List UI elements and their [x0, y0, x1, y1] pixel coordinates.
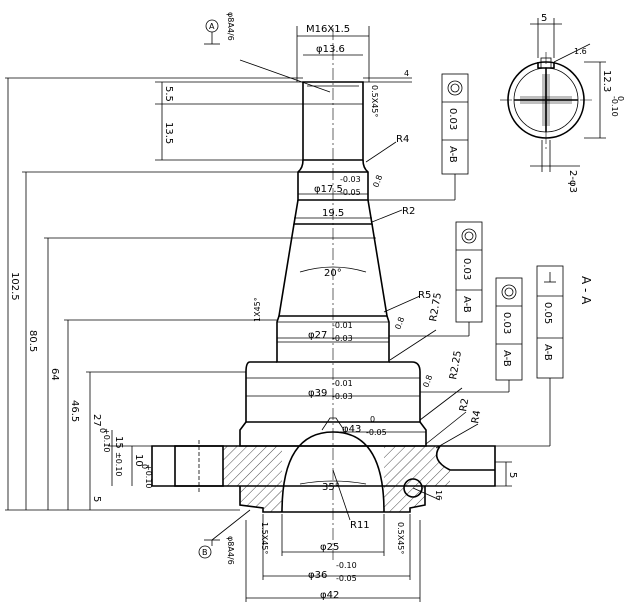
dim-17-5: φ17.5 [314, 184, 343, 195]
section-height: 12.3 [601, 70, 612, 92]
dim-13-5: 13.5 [163, 122, 174, 144]
right-dimensions: 5 16 [412, 461, 518, 501]
dim-10-tol2: 0 [140, 464, 149, 469]
tol-1-ref: A-B [447, 146, 458, 163]
dim-39-tol2: -0.03 [332, 392, 353, 401]
dim-5-bottom: 5 [91, 496, 102, 502]
chamfer-1: 1X45° [253, 297, 262, 322]
dim-39-tol: -0.01 [332, 379, 353, 388]
dim-15: 15 [113, 436, 124, 449]
dim-43: φ43 [342, 424, 361, 435]
angle-35: 35° [322, 482, 340, 493]
section-view: 5 1.6 12.3 0 -0.10 2-φ3 [500, 13, 624, 193]
dim-64: 64 [49, 368, 60, 381]
dim-27: φ27 [308, 330, 327, 341]
dim-102-5: 102.5 [9, 272, 20, 301]
dim-17-5-tol: -0.03 [340, 175, 361, 184]
angle-20: 20° [324, 268, 342, 279]
section-height-tol: 0 [616, 96, 624, 101]
dim-19-5: 19.5 [322, 208, 344, 219]
dim-43-tol: 0 [370, 415, 375, 424]
bearing-journal-2 [276, 315, 390, 363]
shaft-outline [151, 81, 496, 513]
tol-2-value: 0.03 [461, 258, 472, 280]
dim-36: φ36 [308, 570, 327, 581]
dim-27: 27 [91, 414, 102, 427]
dim-10-tol: +0.10 [144, 464, 153, 489]
top-dimensions: M16X1.5 φ13.6 A φ8A4/6 0.5X45° 4 [204, 12, 412, 117]
chamfer-05: 0.5X45° [370, 85, 379, 117]
radius-r2-75: R2.75 [428, 292, 444, 323]
dim-46-5: 46.5 [69, 400, 80, 422]
center-hole-b: φ8A4/6 [226, 536, 235, 565]
dim-42: φ42 [320, 590, 339, 601]
tolerance-frame-2: 0.03 A-B [389, 221, 483, 337]
dim-36-tol2: -0.05 [336, 574, 357, 583]
radius-r2-25: R2.25 [448, 350, 464, 381]
tol-3-ref: A-B [501, 350, 512, 367]
dim-13-6: φ13.6 [316, 44, 345, 55]
chamfer-05-bottom: 0.5X45° [396, 522, 405, 554]
radius-r4-bottom: R4 [470, 410, 483, 425]
tol-1-value: 0.03 [447, 108, 458, 130]
tolerance-frame-4: 0.05 A-B [495, 265, 564, 447]
section-width: 5 [541, 13, 547, 24]
section-hole: 2-φ3 [567, 170, 578, 193]
left-dimensions: 5.5 13.5 102.5 80.5 64 46.5 27 +0.10 0 5… [5, 77, 303, 511]
radius-labels: R4 R2 R5 R2.75 R2.25 R2 R4 R11 0.8 0.8 0… [332, 134, 483, 531]
section-height-tol2: -0.10 [610, 96, 619, 117]
section-label: A - A [579, 276, 593, 305]
roughness-1: 0.8 [371, 174, 384, 189]
section-chamfer: 1.6 [574, 47, 587, 56]
dim-16: 16 [434, 490, 443, 500]
datum-b: B φ8A4/6 [198, 509, 251, 565]
radius-r4-top: R4 [396, 134, 409, 145]
radius-r2-top: R2 [402, 206, 415, 217]
section-hatching [223, 446, 450, 512]
dim-39: φ39 [308, 388, 327, 399]
dim-27-tol: +0.10 [102, 428, 111, 453]
dim-15-tol: ±0.10 [114, 452, 123, 477]
radius-r5: R5 [418, 290, 431, 301]
dim-80-5: 80.5 [27, 330, 38, 352]
datum-b-label: B [202, 548, 208, 557]
dim-27-tol2: -0.03 [332, 334, 353, 343]
dim-10: 10 [133, 454, 144, 467]
right-slot [435, 445, 495, 471]
roughness-2: 0.8 [393, 316, 406, 331]
roughness-3: 0.8 [421, 374, 434, 389]
datum-b-circle [198, 545, 212, 559]
tol-3-value: 0.03 [501, 312, 512, 334]
tolerance-frame-3: 0.03 A-B [420, 277, 523, 393]
chamfer-1-5: 1.5X45° [260, 522, 269, 554]
dim-17-5-tol2: -0.05 [340, 188, 361, 197]
dim-43-tol2: -0.05 [366, 428, 387, 437]
datum-a-label: A [209, 22, 215, 31]
shoulder-section [245, 361, 421, 423]
dim-25: φ25 [320, 542, 339, 553]
diameter-dimensions: φ17.5 -0.03 -0.05 19.5 20° φ27 -0.01 -0.… [245, 175, 426, 602]
dim-36-tol: -0.10 [336, 561, 357, 570]
thread-label: M16X1.5 [306, 24, 350, 35]
radius-r11: R11 [350, 520, 370, 531]
dim-27-tol: -0.01 [332, 321, 353, 330]
dim-27-tol2: 0 [98, 428, 107, 433]
tolerance-frame-1: 0.03 A-B [368, 73, 469, 201]
dim-5-right: 5 [507, 472, 518, 478]
center-hole-a: φ8A4/6 [226, 12, 235, 41]
tol-2-ref: A-B [461, 296, 472, 313]
tol-4-value: 0.05 [542, 302, 553, 324]
tol-4-ref: A-B [542, 344, 553, 361]
radius-r2-bottom: R2 [458, 398, 471, 413]
dim-5-5: 5.5 [163, 86, 174, 102]
dim-4: 4 [404, 69, 409, 78]
